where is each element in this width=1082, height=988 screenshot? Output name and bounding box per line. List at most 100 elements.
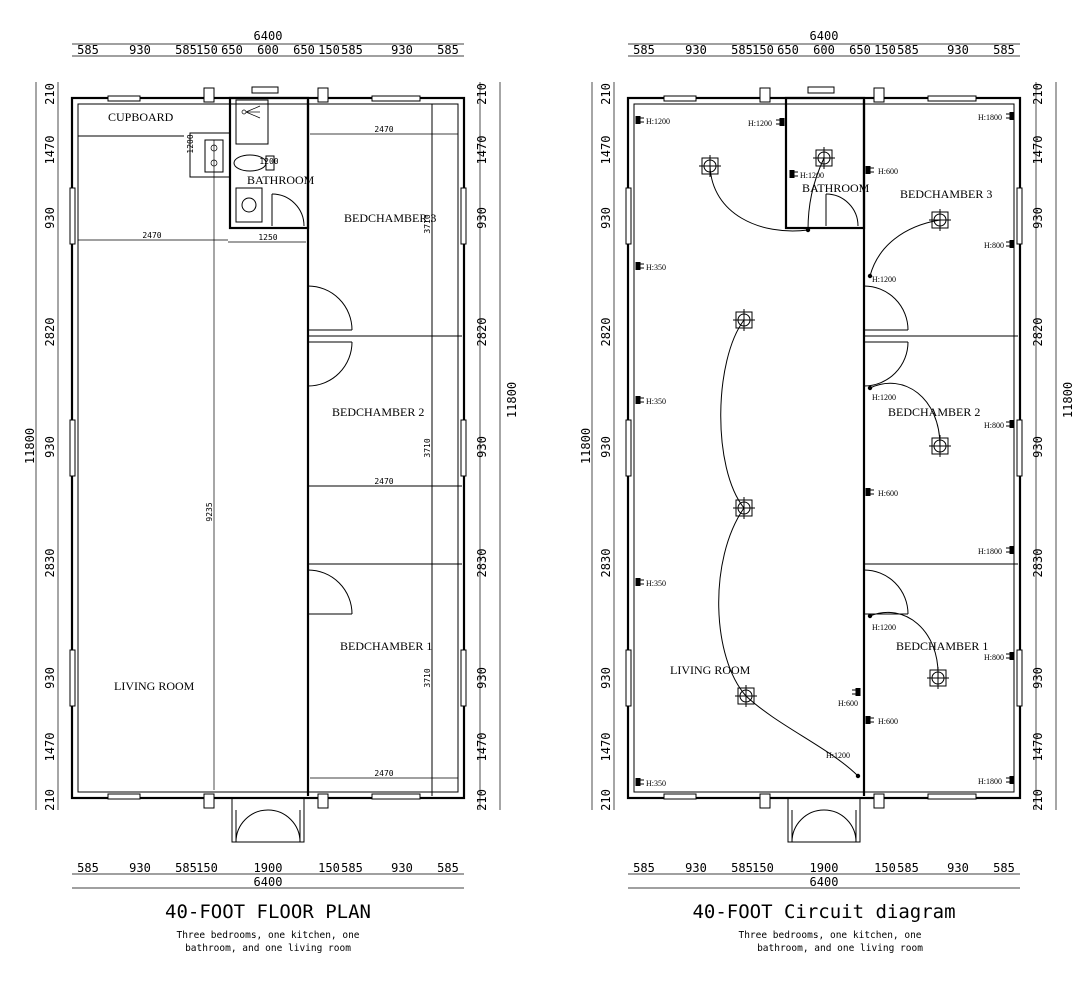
right-dim-4: 2820 <box>475 318 489 347</box>
circuit-entry-door <box>787 798 861 843</box>
circuit-right-dim-3: 930 <box>1031 207 1045 229</box>
socket-icon <box>865 487 875 497</box>
bathroom-1250-dim: 1250 <box>258 233 277 242</box>
switch-icon <box>855 773 861 779</box>
circuit-right-dim-8: 1470 <box>1031 733 1045 762</box>
right-dim-8: 1470 <box>475 733 489 762</box>
circuit-top-dim-11: 585 <box>993 43 1015 57</box>
overall-width-bottom-label: 6400 <box>254 875 283 889</box>
ceiling-lamp-icon <box>698 154 722 178</box>
bed1-3710-dim: 3710 <box>423 668 432 687</box>
circuit-bottom-dim-2: 930 <box>685 861 707 875</box>
floor-plan-title: 40-FOOT FLOOR PLAN <box>165 901 371 923</box>
circuit-right-dim-6: 2830 <box>1031 549 1045 578</box>
bottom-dim-5: 1900 <box>254 861 283 875</box>
height-label: H:800 <box>984 241 1004 250</box>
circuit-bottom-dim-3: 585 <box>731 861 753 875</box>
circuit-top-dimension-chain: 6400 585 930 585 150 650 600 650 150 585… <box>628 29 1020 57</box>
circuit-lamps <box>698 146 952 708</box>
socket-icon <box>635 777 645 787</box>
left-dim-7: 930 <box>43 667 57 689</box>
overall-width-label: 6400 <box>254 29 283 43</box>
floor-plan-subtitle-1: Three bedrooms, one kitchen, one <box>176 930 359 941</box>
height-label: H:350 <box>646 263 666 272</box>
left-dim-1: 210 <box>43 83 57 105</box>
bottom-dimension-chain: 585 930 585 150 1900 150 585 930 585 640… <box>72 861 464 889</box>
circuit-top-dim-7: 650 <box>849 43 871 57</box>
circuit-diagram: 6400 585 930 585 150 650 600 650 150 585… <box>579 29 1075 954</box>
ceiling-lamp-icon <box>928 434 952 458</box>
left-dim-5: 930 <box>43 436 57 458</box>
entry-double-door <box>231 798 305 843</box>
bed3-3710-dim: 3710 <box>423 214 432 233</box>
top-dim-1: 585 <box>77 43 99 57</box>
bed2-3710-dim: 3710 <box>423 438 432 457</box>
bathroom: 1200 BATHROOM <box>228 96 315 230</box>
living-room: 9235 LIVING ROOM <box>114 140 215 790</box>
circuit-left-dim-6: 2830 <box>599 549 613 578</box>
circuit-title: 40-FOOT Circuit diagram <box>692 901 955 923</box>
circuit-top-dim-8: 150 <box>874 43 896 57</box>
top-dim-11: 585 <box>437 43 459 57</box>
switch-icon <box>805 227 811 233</box>
circuit-bottom-dim-5: 1900 <box>810 861 839 875</box>
circuit-overall-length-right-label: 11800 <box>1061 382 1075 418</box>
circuit-top-dim-3: 585 <box>731 43 753 57</box>
circuit-bottom-dim-4: 150 <box>752 861 774 875</box>
outer-walls <box>69 86 467 809</box>
top-dim-5: 650 <box>221 43 243 57</box>
bottom-dim-4: 150 <box>196 861 218 875</box>
left-dim-2: 1470 <box>43 136 57 165</box>
socket-icon <box>635 395 645 405</box>
circuit-bedchamber-3-label: BEDCHAMBER 3 <box>900 187 992 201</box>
bottom-dim-1: 585 <box>77 861 99 875</box>
circuit-bathroom-label: BATHROOM <box>802 181 870 195</box>
bottom-dim-9: 585 <box>437 861 459 875</box>
circuit-left-dim-9: 210 <box>599 789 613 811</box>
height-label: H:800 <box>984 421 1004 430</box>
living-room-label: LIVING ROOM <box>114 679 195 693</box>
circuit-top-dim-9: 585 <box>897 43 919 57</box>
circuit-overall-length-label: 11800 <box>579 428 593 464</box>
height-label: H:600 <box>878 717 898 726</box>
circuit-left-dim-8: 1470 <box>599 733 613 762</box>
circuit-right-dim-5: 930 <box>1031 436 1045 458</box>
left-dim-4: 2820 <box>43 318 57 347</box>
circuit-left-dim-3: 930 <box>599 207 613 229</box>
circuit-subtitle-1: Three bedrooms, one kitchen, one <box>738 930 921 941</box>
left-dim-3: 930 <box>43 207 57 229</box>
circuit-bottom-dim-8: 930 <box>947 861 969 875</box>
socket-icon <box>1005 775 1015 785</box>
top-dim-8: 150 <box>318 43 340 57</box>
overall-length-right-label: 11800 <box>505 382 519 418</box>
cupboard-2470-dim: 2470 <box>142 231 161 240</box>
bottom-dim-8: 930 <box>391 861 413 875</box>
circuit-bottom-dim-6: 150 <box>874 861 896 875</box>
socket-icon <box>635 115 645 125</box>
circuit-top-dim-2: 930 <box>685 43 707 57</box>
circuit-subtitle-2: bathroom, and one living room <box>757 943 923 954</box>
height-label: H:350 <box>646 579 666 588</box>
cupboard-label: CUPBOARD <box>108 110 174 124</box>
socket-icon <box>635 577 645 587</box>
right-dim-7: 930 <box>475 667 489 689</box>
socket-icon <box>775 117 785 127</box>
top-dim-9: 585 <box>341 43 363 57</box>
circuit-right-dim-1: 210 <box>1031 83 1045 105</box>
height-label: H:350 <box>646 779 666 788</box>
circuit-right-dim-9: 210 <box>1031 789 1045 811</box>
right-dim-1: 210 <box>475 83 489 105</box>
left-dim-9: 210 <box>43 789 57 811</box>
circuit-bottom-dim-1: 585 <box>633 861 655 875</box>
height-label: H:1800 <box>978 777 1002 786</box>
circuit-top-dim-10: 930 <box>947 43 969 57</box>
height-label: H:1200 <box>646 117 670 126</box>
circuit-living-room-label: LIVING ROOM <box>670 663 751 677</box>
circuit-bottom-dimension-chain: 585 930 585 150 1900 150 585 930 585 640… <box>628 861 1020 889</box>
ceiling-lamp-icon <box>812 146 836 170</box>
bottom-dim-6: 150 <box>318 861 340 875</box>
circuit-left-dim-5: 930 <box>599 436 613 458</box>
circuit-left-dim-7: 930 <box>599 667 613 689</box>
socket-icon <box>635 261 645 271</box>
bedchamber-1-label: BEDCHAMBER 1 <box>340 639 432 653</box>
